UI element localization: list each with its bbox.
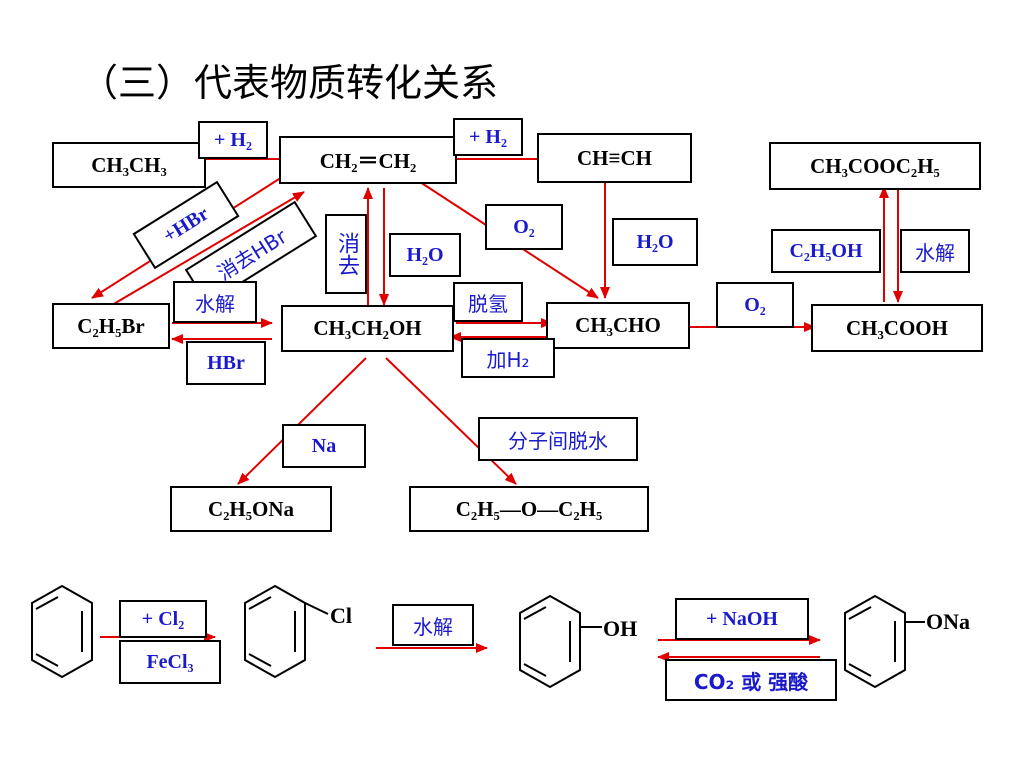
condition-ester-hydrolysis-label: 水解: [915, 240, 955, 265]
compound-ethanol: CH₃CH₂OH: [281, 305, 454, 352]
compound-acetic-acid: CH₃COOH: [811, 304, 983, 352]
condition-br-hydrolysis: 水解: [173, 281, 257, 323]
condition-dehydrogenation: 脱氢: [453, 282, 523, 322]
condition-elimination-label: 消去: [334, 232, 359, 276]
compound-ethyl-acetate: CH₃COOC₂H₅: [769, 142, 981, 190]
condition-co2-acid: CO₂ 或 强酸: [665, 659, 837, 701]
condition-hbr-substitution: HBr: [186, 341, 266, 385]
compound-ethanol-label: CH₃CH₂OH: [313, 316, 422, 340]
compound-ethylene: CH₂＝CH₂: [279, 136, 457, 184]
condition-sodium: Na: [282, 424, 366, 468]
benzene-ring-phenol: [519, 594, 602, 689]
arrow-bromoethane-to-ethylene: [111, 191, 305, 306]
condition-h2-to-ethane-label: + H₂: [214, 128, 252, 151]
condition-hydrolysis-chlorobenzene: 水解: [392, 604, 474, 646]
condition-sodium-label: Na: [311, 434, 337, 457]
condition-o2-oxidation: O₂: [716, 282, 794, 328]
page-title: （三）代表物质转化关系: [80, 61, 499, 105]
compound-acetylene-label: CH≡CH: [577, 145, 652, 170]
condition-o2-ethylene-label: O₂: [513, 215, 535, 238]
condition-ethanol-esterify-label: C₂H₅OH: [789, 239, 863, 262]
compound-acetic-acid-label: CH₃COOH: [846, 315, 948, 340]
condition-br-hydrolysis-label: 水解: [195, 291, 235, 316]
compound-acetaldehyde: CH₃CHO: [546, 302, 690, 349]
condition-water-acetylene-label: H₂O: [636, 230, 674, 253]
condition-add-h2: 加H₂: [461, 338, 555, 378]
compound-bromoethane-label: C₂H₅Br: [77, 313, 145, 338]
benzene-ring-benzene: [31, 584, 93, 679]
condition-hydration: H₂O: [389, 233, 461, 277]
compound-acetylene: CH≡CH: [537, 133, 692, 183]
condition-h2-to-ethylene: + H₂: [453, 118, 523, 156]
condition-intermolecular-dehydration-label: 分子间脱水: [508, 428, 608, 453]
condition-h2-to-ethane: + H₂: [198, 121, 268, 159]
compound-ethyl-acetate-label: CH₃COOC₂H₅: [810, 153, 940, 178]
compound-diethyl-ether-label: C₂H₅—O—C₂H₅: [455, 496, 603, 521]
condition-hydrolysis-chlorobenzene-label: 水解: [413, 614, 453, 639]
condition-water-acetylene: H₂O: [612, 218, 698, 266]
condition-add-h2-label: 加H₂: [486, 347, 530, 372]
compound-sodium-ethoxide: C₂H₅ONa: [170, 486, 332, 532]
compound-ethylene-label: CH₂＝CH₂: [319, 149, 417, 173]
condition-h2-to-ethylene-label: + H₂: [469, 125, 507, 148]
compound-bromoethane: C₂H₅Br: [52, 303, 170, 349]
benzene-ring-chlorobenzene: [244, 584, 329, 679]
condition-hydration-label: H₂O: [406, 243, 444, 266]
condition-o2-oxidation-label: O₂: [744, 293, 766, 316]
compound-ethane: CH₃CH₃: [52, 142, 206, 188]
condition-cl2: + Cl₂: [119, 600, 207, 638]
condition-dehydrogenation-label: 脱氢: [468, 291, 508, 316]
condition-naoh-label: + NaOH: [706, 607, 778, 630]
arrow-ethanol-to-ether: [385, 357, 517, 485]
condition-ethanol-esterify: C₂H₅OH: [771, 229, 881, 273]
condition-fecl3-label: FeCl₃: [146, 650, 194, 673]
benzene-ring-phenoxide: [844, 594, 925, 689]
condition-naoh: + NaOH: [675, 598, 809, 640]
compound-sodium-ethoxide-label: C₂H₅ONa: [207, 496, 295, 521]
condition-ester-hydrolysis: 水解: [900, 229, 970, 273]
compound-diethyl-ether: C₂H₅—O—C₂H₅: [409, 486, 649, 532]
condition-hbr-substitution-label: HBr: [207, 351, 245, 374]
condition-intermolecular-dehydration: 分子间脱水: [478, 417, 638, 461]
condition-o2-ethylene: O₂: [485, 204, 563, 250]
arrow-ethanol-to-ethoxide: [237, 357, 367, 485]
compound-acetaldehyde-label: CH₃CHO: [575, 313, 661, 337]
condition-co2-acid-label: CO₂ 或 强酸: [693, 669, 809, 694]
phenol-substituent-oh: OH: [603, 616, 638, 641]
chlorobenzene-substituent-cl: Cl: [330, 603, 352, 628]
condition-cl2-label: + Cl₂: [141, 607, 185, 630]
condition-elimination: 消去: [325, 214, 367, 294]
compound-ethane-label: CH₃CH₃: [91, 152, 167, 177]
condition-fecl3: FeCl₃: [119, 640, 221, 684]
phenoxide-substituent-ona: ONa: [926, 609, 970, 634]
